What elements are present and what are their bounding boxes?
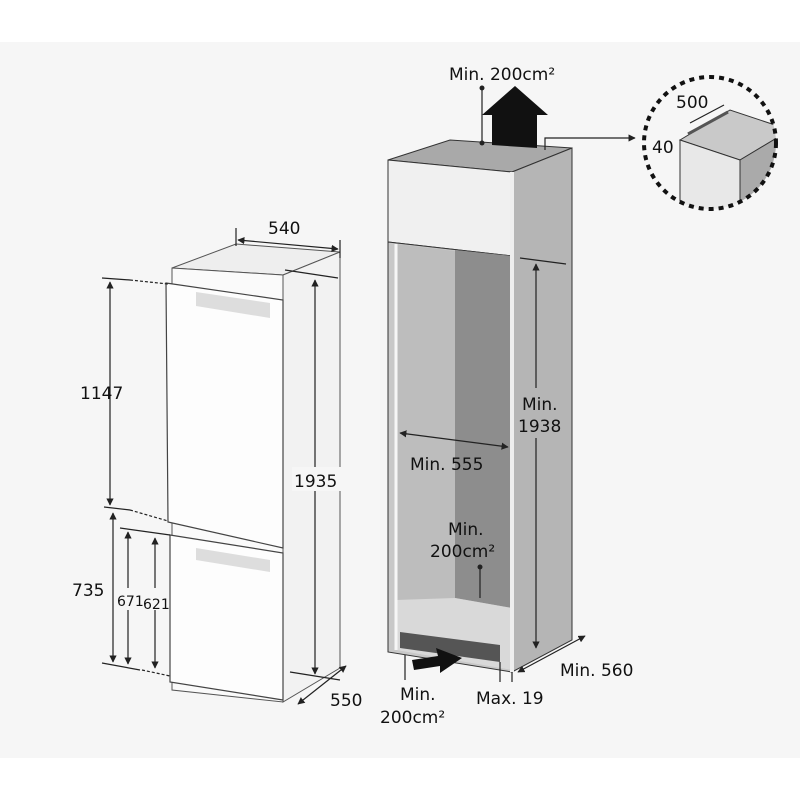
fridge-width-label: 540 <box>268 219 300 239</box>
inner-height-label-2: 1938 <box>518 417 561 437</box>
handle-height-621-label: 621 <box>143 597 170 613</box>
lower-handle <box>196 548 270 572</box>
upper-handle <box>196 292 270 318</box>
bottom-vent-label-1: Min. <box>400 685 436 705</box>
detail-length-label: 500 <box>676 93 708 113</box>
fridge-depth-label: 550 <box>330 691 362 711</box>
fridge-height-label: 1935 <box>294 472 337 492</box>
detail-gap-label: 40 <box>652 138 674 158</box>
plinth-label: Max. 19 <box>476 689 544 709</box>
upper-door-height-label: 1147 <box>80 384 123 404</box>
detail-callout: 500 40 <box>642 75 778 211</box>
rear-vent-label-1: Min. <box>448 520 484 540</box>
upper-door <box>165 282 284 549</box>
cabinet-depth-label: Min. 560 <box>560 661 633 681</box>
lower-door <box>169 534 284 701</box>
cabinet-drawing <box>387 139 573 673</box>
bottom-vent-label-2: 200cm² <box>380 708 445 728</box>
inner-width-label: Min. 555 <box>410 455 483 475</box>
airflow-in-arrow-icon <box>412 648 462 673</box>
top-vent-label: Min. 200cm² <box>449 65 555 85</box>
handle-height-671-label: 671 <box>117 594 144 610</box>
bottom-vent-grille <box>400 632 500 662</box>
lower-door-height-label: 735 <box>72 581 104 601</box>
inner-height-label-1: Min. <box>522 395 558 415</box>
rear-vent-label-2: 200cm² <box>430 542 495 562</box>
airflow-up-arrow-icon <box>482 86 548 148</box>
